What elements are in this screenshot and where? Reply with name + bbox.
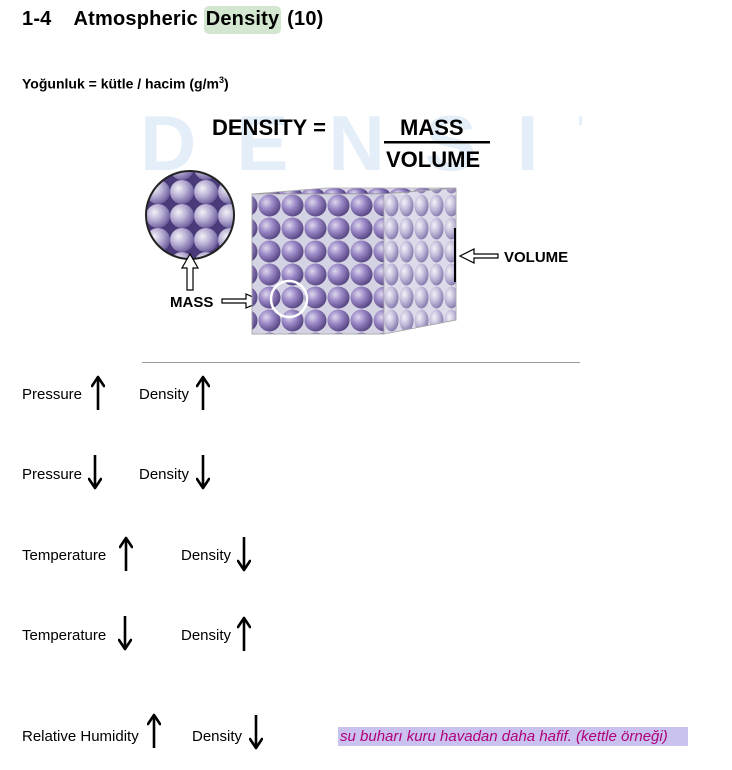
section-number: 1-4: [22, 8, 52, 30]
density-formula-text: Yoğunluk = kütle / hacim (g/m3): [22, 75, 229, 92]
zoom-up-arrow: [180, 252, 200, 291]
volume-label: VOLUME: [504, 249, 568, 266]
volume-bracket: [454, 228, 456, 282]
volume-arrow-icon: [458, 248, 499, 264]
arrow-up-icon: [237, 616, 251, 651]
row4-right-label: Density: [181, 627, 232, 644]
row5-left-label: Relative Humidity: [22, 728, 139, 745]
equation-denominator: VOLUME: [386, 147, 480, 172]
molecule-cube: [251, 187, 457, 335]
row4-left-label: Temperature: [22, 627, 107, 644]
row1-left-label: Pressure: [22, 386, 83, 403]
arrow-up-icon: [91, 375, 105, 410]
row2-left-label: Pressure: [22, 466, 83, 483]
heading-title-after: (10): [281, 8, 324, 30]
equation-left: DENSITY =: [212, 115, 326, 140]
zoomed-molecules-circle: [145, 170, 235, 260]
row2-right-label: Density: [139, 466, 190, 483]
equation-numerator: MASS: [400, 115, 464, 140]
row3-left-label: Temperature: [22, 547, 107, 564]
formula-text: Yoğunluk = kütle / hacim (g/m: [22, 75, 219, 92]
row5-right-label: Density: [192, 728, 243, 745]
arrow-down-icon: [118, 616, 132, 651]
arrow-down-icon: [237, 537, 251, 572]
formula-close: ): [223, 75, 229, 92]
heading-title-before: Atmospheric: [73, 8, 204, 30]
row3-right-label: Density: [181, 547, 232, 564]
divider-line: [142, 362, 580, 363]
arrow-down-icon: [196, 455, 210, 490]
highlighted-note: su buharı kuru havadan daha hafif. (kett…: [338, 727, 688, 746]
arrow-up-icon: [147, 713, 161, 748]
arrow-up-icon: [196, 375, 210, 410]
row1-right-label: Density: [139, 386, 190, 403]
formula-superscript: 3: [218, 75, 224, 85]
highlighted-word: Density: [203, 6, 282, 34]
mass-label: MASS: [170, 294, 213, 311]
fraction-bar: [384, 141, 490, 144]
arrow-up-icon: [119, 536, 133, 571]
arrow-down-icon: [88, 455, 102, 490]
arrow-down-icon: [249, 715, 263, 750]
density-diagram: DENSITY DENSITY = MASS VOLUME MASS VOLUM…: [140, 108, 582, 335]
watermark-text: DENSITY: [140, 108, 582, 187]
section-heading: 1-4 Atmospheric Density (10): [22, 6, 324, 34]
